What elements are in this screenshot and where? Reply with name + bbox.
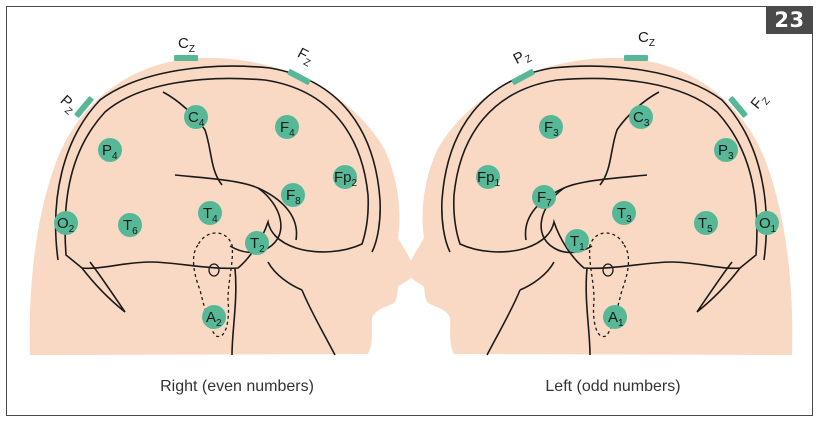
electrode-cz-right [174, 55, 198, 61]
label-pz-left: PZ [510, 45, 534, 70]
label-fz-right: FZ [293, 45, 316, 70]
head-left-view [407, 55, 792, 355]
head-right-view [30, 55, 415, 355]
electrode-cz-left [624, 55, 648, 61]
caption-right: Right (even numbers) [87, 378, 387, 396]
label-fz-left: FZ [747, 90, 772, 115]
label-cz-left: CZ [638, 29, 655, 49]
caption-left: Left (odd numbers) [463, 378, 763, 396]
label-cz-right: CZ [178, 35, 195, 55]
